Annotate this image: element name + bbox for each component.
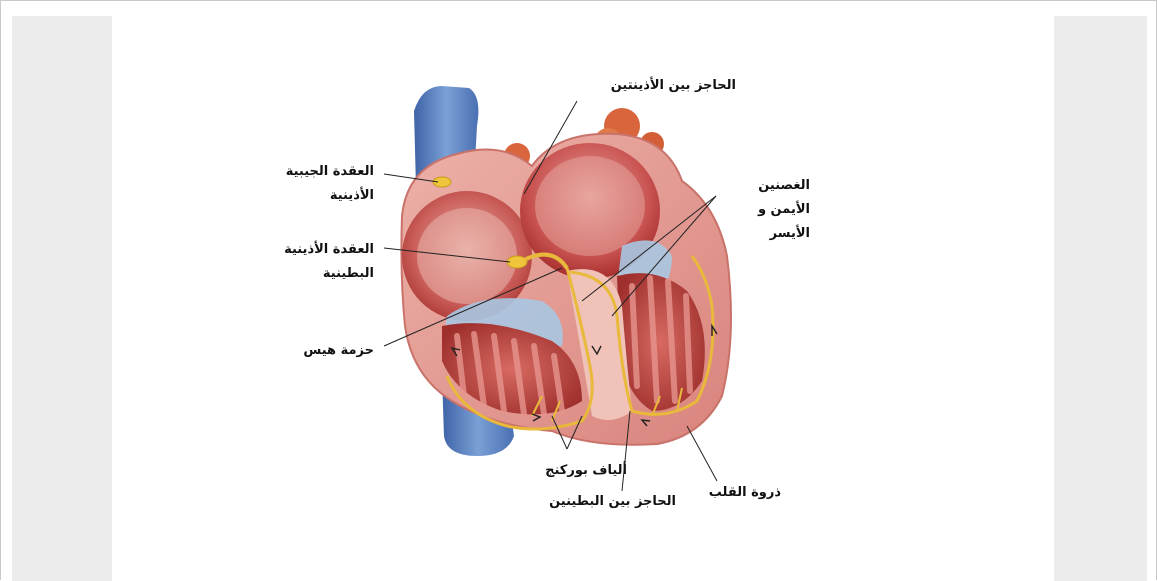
label-bundle-branches: الغصنين الأيمن و الأيسر bbox=[758, 174, 810, 246]
right-margin-panel bbox=[1054, 16, 1147, 581]
label-apex: ذروة القلب bbox=[709, 481, 781, 505]
heart-conduction-figure: الحاجز بين الأذينتين العقدة الجيبية الأذ… bbox=[112, 16, 1054, 581]
label-interatrial-septum: الحاجز بين الأذينتين bbox=[611, 74, 736, 98]
label-interventricular-septum: الحاجز بين البطينين bbox=[549, 490, 676, 514]
label-av-node: العقدة الأذينية البطينية bbox=[284, 238, 374, 286]
label-bundle-of-his: حزمة هيس bbox=[303, 339, 374, 363]
label-sa-node: العقدة الجيبية الأذينية bbox=[286, 160, 374, 208]
left-margin-panel bbox=[12, 16, 112, 581]
label-purkinje-fibers: ألياف بوركنج bbox=[545, 459, 627, 483]
